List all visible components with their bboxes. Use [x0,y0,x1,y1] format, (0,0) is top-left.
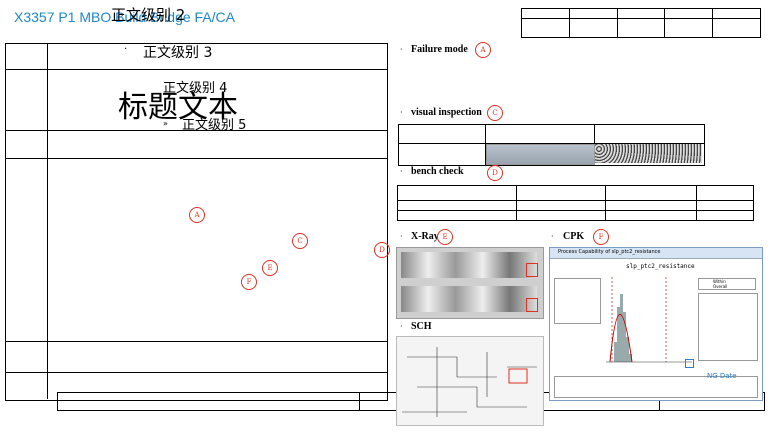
bench-check-table [397,185,754,221]
visual-inspection-bullet: · [400,108,403,117]
sch-heading: SCH [411,321,432,332]
ng-date-label: NG Date [707,372,737,380]
cpk-window-title: Process Capability of slp_ptc2_resistanc… [558,249,661,255]
schematic-image [396,336,544,426]
cpk-bullet: · [551,232,554,241]
ng-date-box [685,359,694,368]
sch-bullet: · [400,322,403,331]
cpk-window-titlebar [550,248,762,259]
xray-bullet: · [400,232,403,241]
cpk-window: Process Capability of slp_ptc2_resistanc… [549,247,763,401]
bullet-level-5: » [163,119,168,128]
xray-image [396,247,544,319]
bullet-level-3: · [124,44,128,55]
visual-inspection-heading: visual inspection [411,107,482,118]
bench-check-bullet: · [400,167,403,176]
cpk-heading: CPK [563,231,585,242]
legend-within: Within [713,279,726,284]
cpk-bottom-stats [554,376,758,398]
title-placeholder: 标题文本 [118,90,238,125]
failure-mode-marker: A [475,42,491,58]
visual-inspection-table [398,124,705,166]
body-level-4: 正文级别 4 [163,81,228,96]
marker-a: A [189,207,205,223]
xray-heading: X-Ray [411,231,439,242]
cpk-stats-box [698,293,758,361]
body-level-5: 正文级别 5 [182,118,247,133]
overlay-heading-level-2: 正文级别 2 [111,6,186,24]
cpk-histogram [606,277,692,363]
cpk-marker: F [593,229,609,245]
cpk-legend-box: Within Overall [698,278,756,290]
bench-check-heading: bench check [411,166,464,177]
legend-overall: Overall [713,284,728,289]
marker-f: F [241,274,257,290]
cpk-process-data-box [554,278,601,324]
document-title: X3357 P1 MBO Build Bridge FA/CA [14,9,235,25]
pcb-photo-right [595,144,702,163]
cpk-plot-title: slp_ptc2_resistance [626,263,695,270]
visual-inspection-marker: C [487,105,503,121]
marker-e: E [262,260,278,276]
pcb-photo-left [486,144,595,165]
body-level-3: 正文级别 3 [143,45,213,61]
failure-mode-heading: Failure mode [411,44,468,55]
bench-check-marker: D [487,165,503,181]
failure-mode-bullet: · [400,45,403,54]
left-table-divider [47,43,48,399]
top-right-table [521,8,761,38]
marker-d: D [374,242,390,258]
schematic-lines [402,347,537,417]
xray-marker: E [437,229,453,245]
marker-c: C [292,233,308,249]
